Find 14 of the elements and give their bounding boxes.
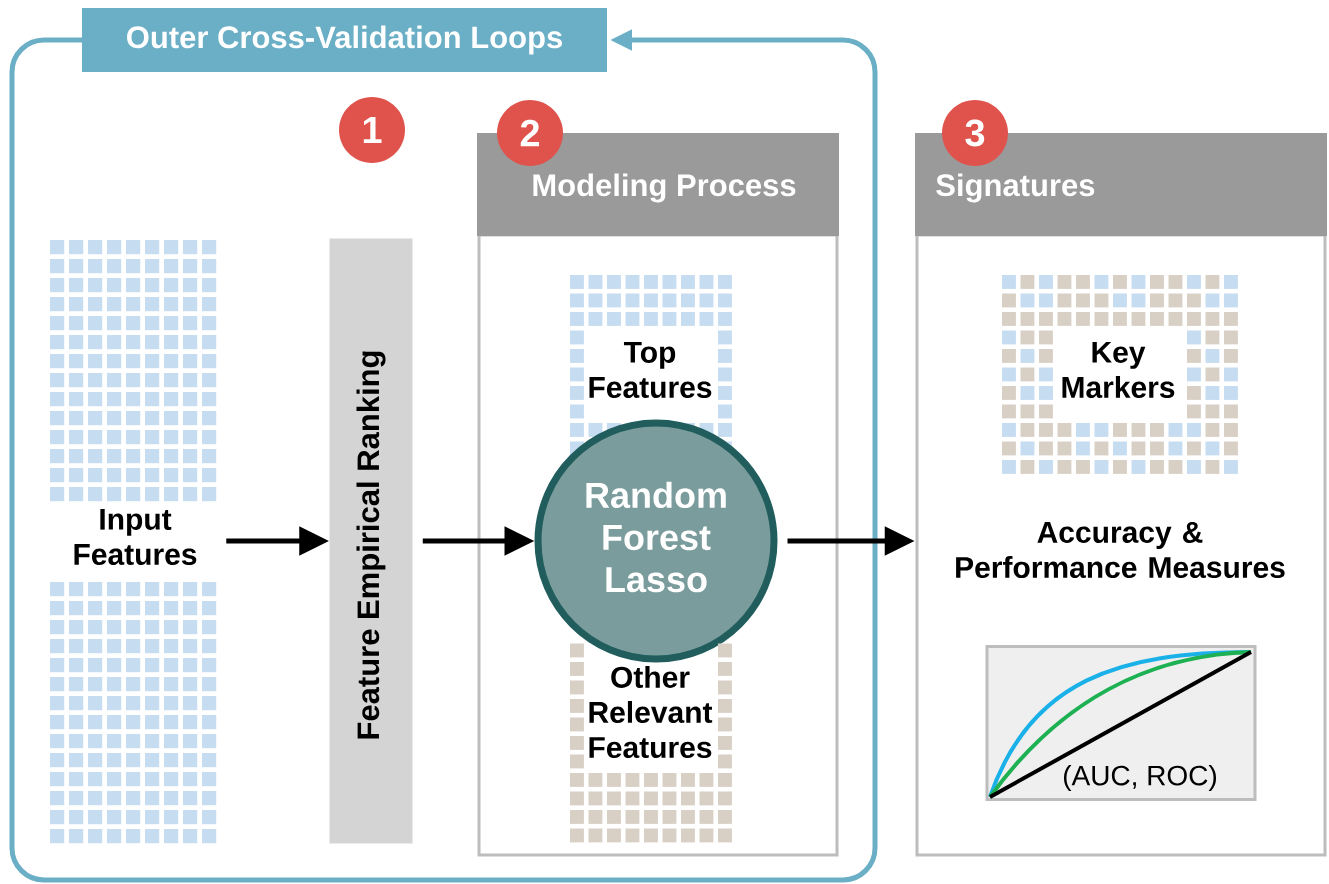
- node-label: Input Features: [74, 508, 197, 566]
- step-badge: 1: [339, 97, 405, 163]
- feature-grid: Other Relevant Features: [570, 643, 732, 843]
- step-badge: 3: [942, 100, 1008, 166]
- roc-chart: (AUC, ROC): [985, 645, 1257, 801]
- node-label: Other Relevant Features: [589, 665, 713, 759]
- node-label: Signatures: [936, 173, 1095, 203]
- ranking-bar: Feature Empirical Ranking: [329, 238, 413, 844]
- node-label: Key Markers: [1062, 341, 1175, 399]
- node-label: Modeling Process: [533, 173, 796, 203]
- node-label: Top Features: [589, 341, 712, 399]
- step-badge: 2: [497, 100, 563, 166]
- marker-grid: Key Markers: [1002, 275, 1238, 474]
- feature-grid: Input Features: [50, 240, 217, 844]
